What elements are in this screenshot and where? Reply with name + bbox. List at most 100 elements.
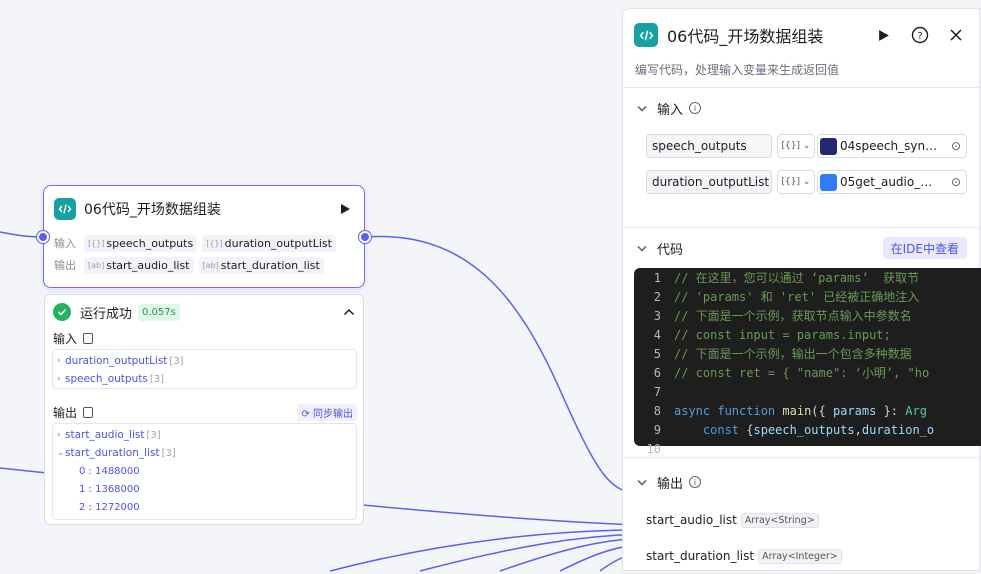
output-name: start_audio_list	[646, 513, 737, 527]
status-text: 运行成功	[80, 306, 133, 322]
tree-value: 0 : 1488000	[79, 465, 140, 477]
code-line: 9 const {speech_outputs,duration_o	[634, 420, 981, 439]
tag-label: start_duration_list	[220, 258, 320, 272]
tree-item[interactable]: › speech_outputs[3]	[53, 370, 356, 388]
input-section: 输入 i speech_outputs [{}] ⌄ 04speech_syn……	[623, 87, 979, 227]
code-line: 5 // 下面是一个示例，输出一个包含多种数据	[634, 344, 981, 363]
chevron-down-icon	[637, 241, 647, 256]
check-circle-icon	[53, 303, 71, 321]
target-icon[interactable]: ⊙	[950, 139, 962, 153]
param-ref-select[interactable]: 05get_audio_… ⊙	[817, 170, 967, 194]
code-text: // 下面是一个示例，输出一个包含多种数据	[674, 347, 912, 361]
tree-label: start_duration_list	[65, 447, 160, 459]
tree-item[interactable]: ›start_audio_list[3]	[53, 426, 356, 444]
code-line: 10	[634, 439, 981, 458]
node-title: 06代码_开场数据组装	[84, 202, 221, 218]
tree-item[interactable]: ⌄start_duration_list[3]	[53, 444, 356, 462]
param-type-select[interactable]: [{}] ⌄	[777, 134, 815, 158]
code-text: // 下面是一个示例，获取节点输入中参数名	[674, 309, 912, 323]
line-number: 1	[653, 270, 661, 285]
run-result-panel: 运行成功 0.057s 输入 ›duration_outputList[3] ›…	[44, 294, 364, 525]
play-icon[interactable]	[338, 202, 352, 216]
tree-count: [3]	[169, 355, 184, 367]
param-name-field[interactable]: duration_outputList	[646, 170, 772, 194]
tree-label: speech_outputs	[65, 373, 148, 385]
output-tag: [ab]start_audio_list	[84, 256, 194, 274]
code-text: async function main({ params }: Arg	[674, 403, 927, 418]
input-param-row: speech_outputs [{}] ⌄ 04speech_syn… ⊙	[623, 128, 979, 164]
line-number: 3	[653, 308, 661, 323]
output-section-header[interactable]: 输出 i	[623, 462, 979, 502]
line-number: 10	[646, 441, 661, 456]
chevron-right-icon: ›	[57, 430, 61, 440]
node-header: 06代码_开场数据组装	[44, 186, 364, 232]
code-text: // const input = params.input;	[674, 327, 891, 342]
tree-value: 2 : 1272000	[79, 501, 140, 513]
input-param-row: duration_outputList [{}] ⌄ 05get_audio_……	[623, 164, 979, 200]
output-port[interactable]	[359, 231, 371, 243]
param-ref-select[interactable]: 04speech_syn… ⊙	[817, 134, 967, 158]
tag-label: speech_outputs	[106, 236, 194, 250]
ref-label: 05get_audio_…	[840, 175, 933, 189]
code-line: 6// const ret = { "name": ‘小明’, "ho	[634, 363, 981, 382]
tag-label: start_audio_list	[106, 258, 190, 272]
info-icon[interactable]: i	[689, 476, 702, 488]
input-label: 输入	[54, 237, 76, 250]
input-tag: [{}]speech_outputs	[84, 234, 198, 252]
label-text: 输入	[53, 331, 78, 346]
input-section-header[interactable]: 输入 i	[623, 88, 979, 128]
code-line: 3 // 下面是一个示例，获取节点输入中参数名	[634, 306, 981, 325]
input-port[interactable]	[37, 231, 49, 243]
result-header[interactable]: 运行成功 0.057s	[45, 295, 363, 329]
array-icon: [{}]	[206, 238, 223, 248]
code-editor[interactable]: 1 // 在这里，您可以通过 ‘params’ 获取节 2// 'params' …	[634, 268, 981, 456]
node-input-row: 输入 [{}]speech_outputs [{}]duration_outpu…	[44, 232, 364, 254]
code-icon	[634, 23, 658, 47]
param-type-select[interactable]: [{}] ⌄	[777, 170, 815, 194]
result-input-label: 输入	[45, 329, 363, 347]
output-section: 输出 i start_audio_list Array<String> star…	[623, 457, 979, 574]
code-text: const {speech_outputs,duration_o	[702, 422, 935, 437]
svg-text:?: ?	[917, 31, 922, 42]
tree-count: [3]	[149, 373, 165, 385]
close-icon[interactable]	[947, 26, 965, 44]
speech-node-icon	[820, 137, 837, 155]
section-title: 输出	[657, 476, 684, 492]
code-section-header[interactable]: 代码 在IDE中查看	[623, 228, 979, 268]
tree-item[interactable]: ›duration_outputList[3]	[53, 352, 356, 370]
chevron-right-icon: ›	[57, 356, 61, 366]
line-number: 5	[653, 346, 661, 361]
output-type-badge: Array<String>	[740, 512, 819, 528]
panel-title[interactable]: 06代码_开场数据组装	[667, 27, 824, 46]
tree-value: 1 : 1368000	[79, 483, 140, 495]
open-in-ide-button[interactable]: 在IDE中查看	[882, 237, 967, 259]
array-icon: [ab]	[202, 260, 219, 270]
info-icon[interactable]: i	[689, 102, 702, 114]
node-settings-panel: 06代码_开场数据组装 ? 编写代码，处理输入变量来生成返回值 输入 i spe…	[622, 8, 981, 574]
help-icon[interactable]: ?	[911, 26, 929, 44]
sync-output-button[interactable]: ⟳ 同步输出	[297, 403, 357, 421]
chevron-right-icon: ›	[57, 374, 61, 384]
code-section: 代码 在IDE中查看 1// 在这里，您可以通过 ‘params’ 获取节 2/…	[623, 227, 981, 457]
play-icon[interactable]	[875, 26, 893, 44]
param-name-field[interactable]: speech_outputs	[646, 134, 772, 158]
type-label: [{}]	[781, 177, 801, 187]
line-number: 2	[653, 289, 661, 304]
line-number: 6	[653, 365, 661, 380]
target-icon[interactable]: ⊙	[950, 175, 962, 189]
copy-icon[interactable]	[83, 406, 94, 418]
array-icon: [ab]	[88, 260, 105, 270]
ref-label: 04speech_syn…	[840, 139, 938, 153]
code-node-card[interactable]: 06代码_开场数据组装 输入 [{}]speech_outputs [{}]du…	[43, 185, 365, 288]
section-title: 输入	[657, 102, 684, 118]
code-line: 2// 'params' 和 'ret' 已经被正确地注入	[634, 287, 981, 306]
chevron-up-icon[interactable]	[343, 305, 355, 319]
output-label: 输出	[54, 259, 76, 272]
copy-icon[interactable]	[83, 332, 94, 344]
panel-description[interactable]: 编写代码，处理输入变量来生成返回值	[635, 63, 840, 77]
code-text: // 在这里，您可以通过 ‘params’ 获取节	[674, 271, 920, 285]
tree-label: start_audio_list	[65, 429, 145, 441]
chevron-down-icon: ⌄	[57, 448, 65, 458]
code-line: 1 // 在这里，您可以通过 ‘params’ 获取节	[634, 268, 981, 287]
